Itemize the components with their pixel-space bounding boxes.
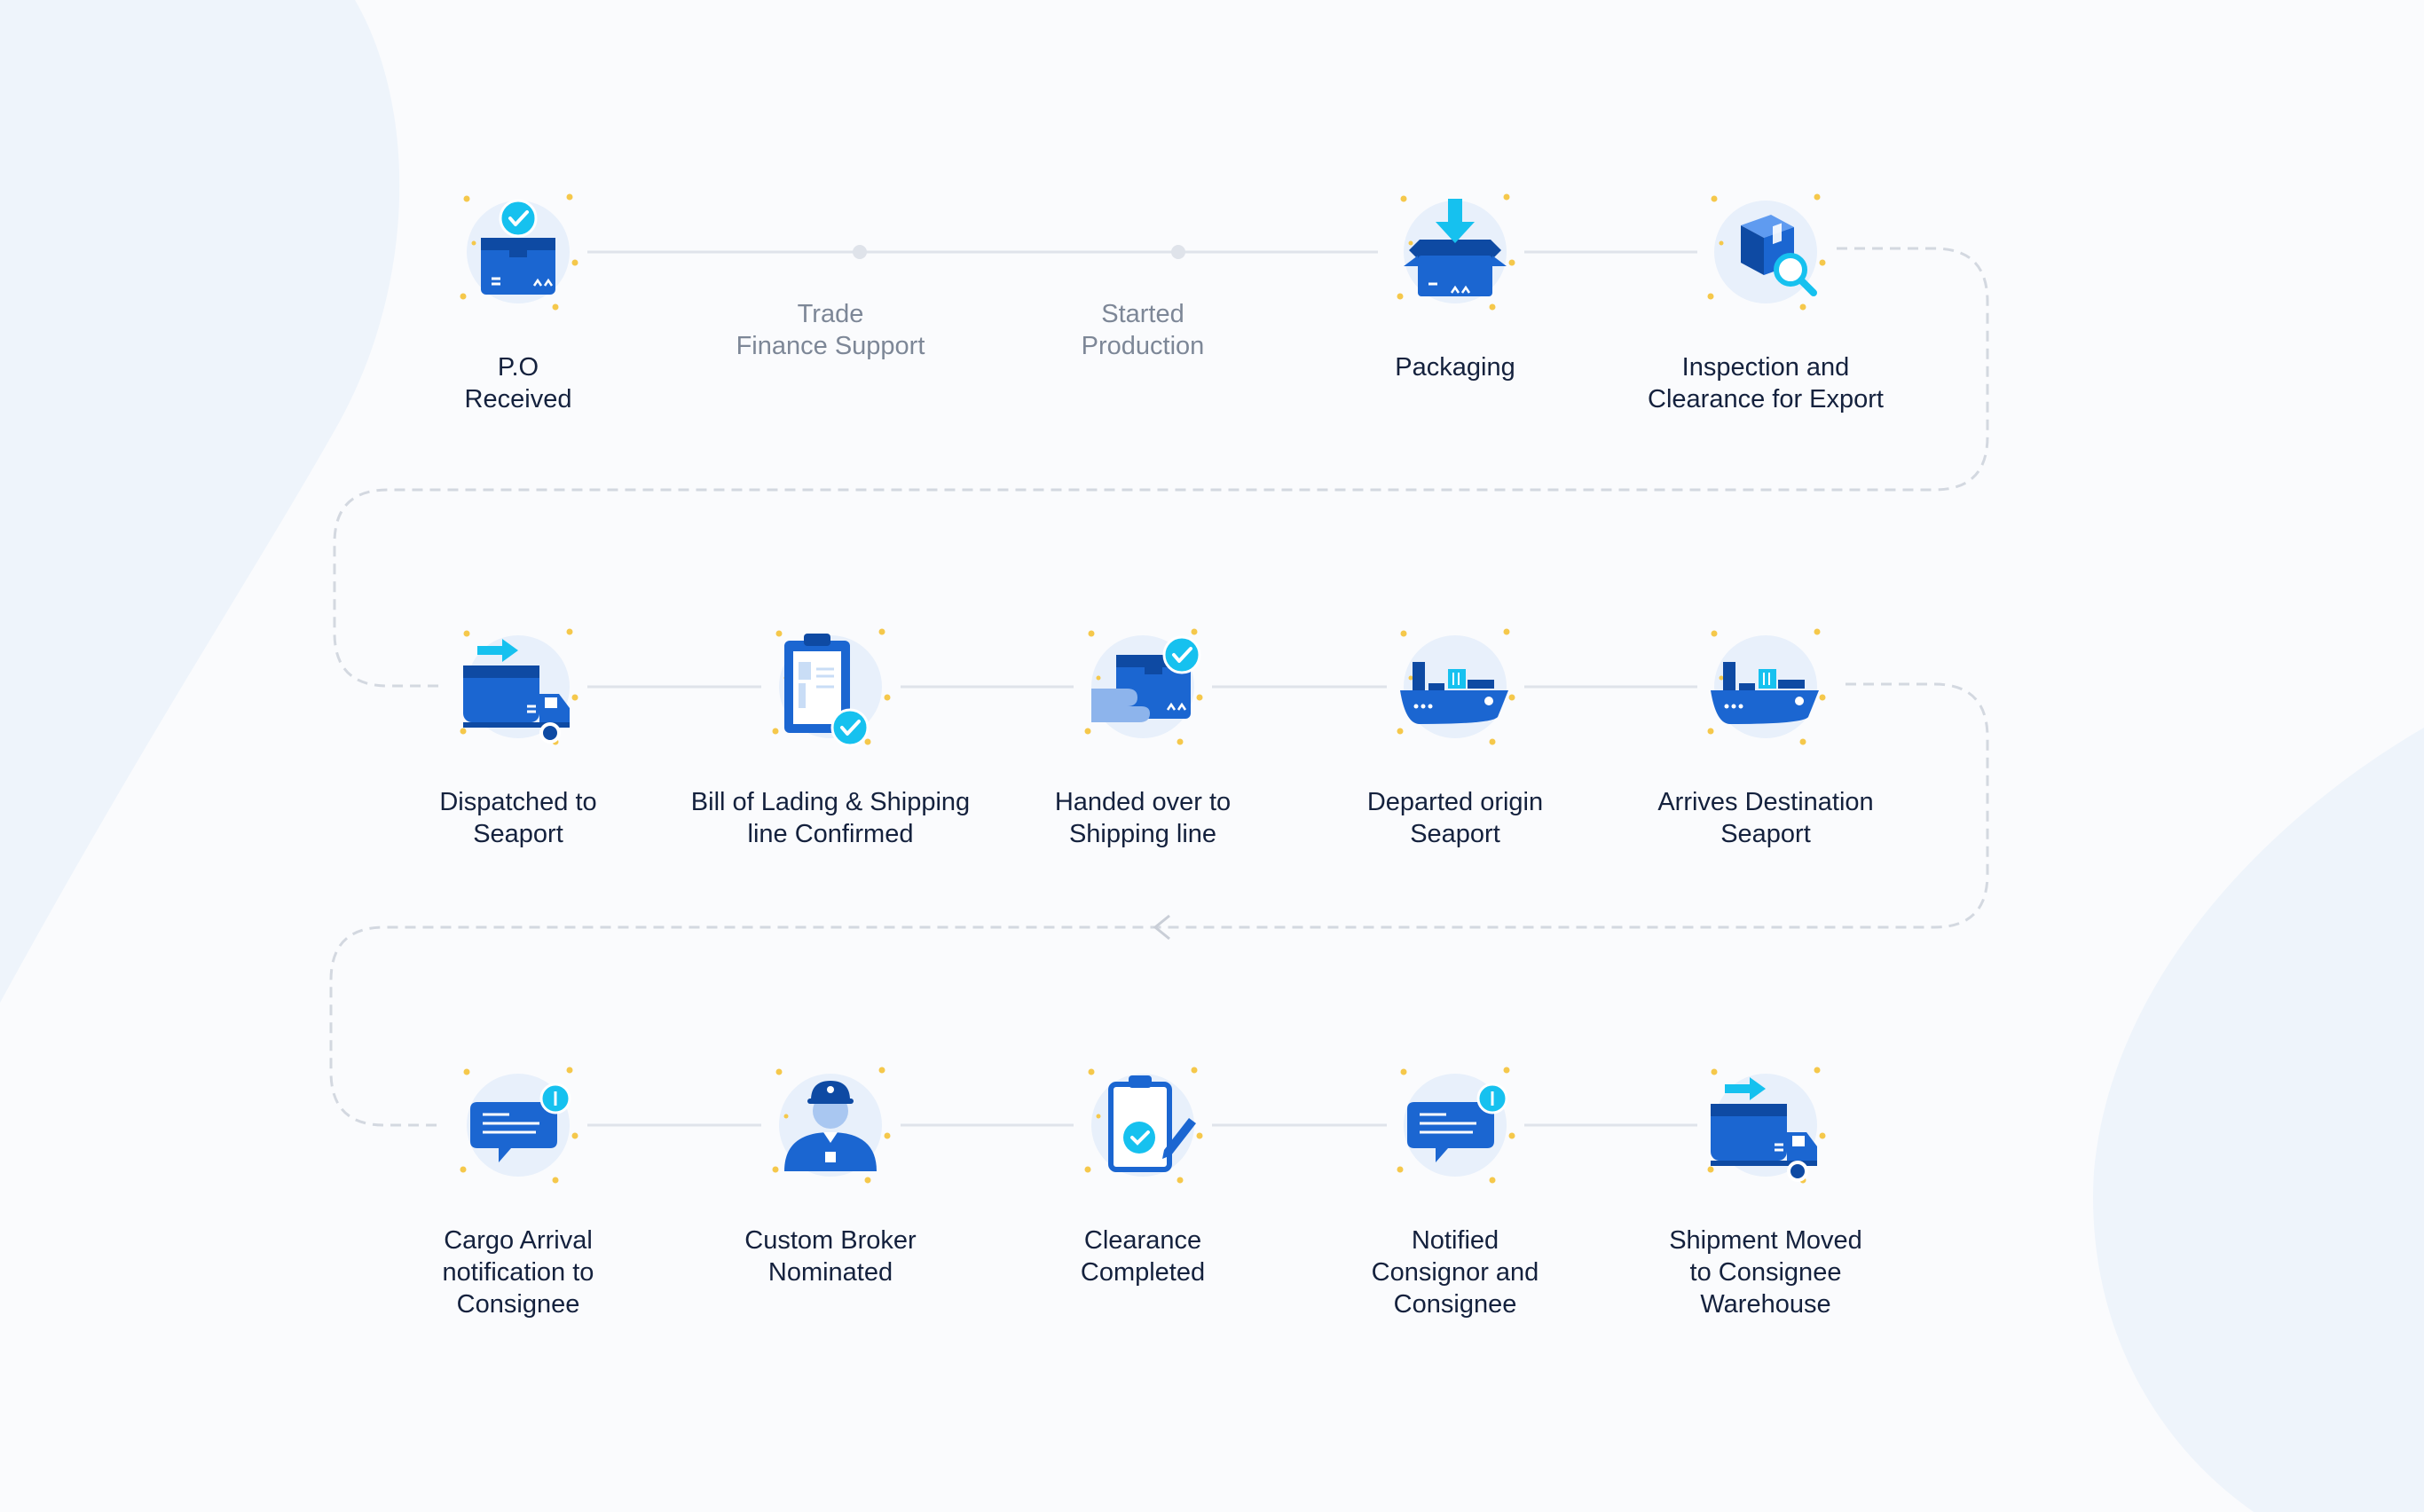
sparkle-dots [1707,628,1826,745]
clipboard-check-icon [759,616,901,762]
truck-arrow-icon [447,616,589,762]
step-label: P.O Received [464,353,572,413]
step-label: Started Production [1081,300,1205,360]
step-label: Notified Consignor and Consignee [1371,1226,1539,1319]
clipboard-pen-icon [1072,1054,1214,1201]
truck-arrow-icon [1695,1054,1837,1201]
step-label: Trade Finance Support [736,300,925,360]
sparkle-dots [1397,193,1515,311]
sparkle-dots [1397,628,1515,745]
step-label: Inspection and Clearance for Export [1648,353,1884,413]
step-label: Cargo Arrival notification to Consignee [442,1226,594,1319]
step-label: Handed over to Shipping line [1054,788,1232,848]
sparkle-dots [1084,1067,1203,1184]
step-label: Departed origin Seaport [1366,788,1544,848]
right-blob [2093,728,2424,1512]
step-label: Clearance Completed [1080,1226,1206,1287]
box-check-icon [447,181,589,327]
step-label: Packaging [1395,353,1515,382]
cargo-ship-icon [1695,616,1837,762]
step-label: Shipment Moved to Consignee Warehouse [1669,1226,1862,1319]
broker-person-icon [759,1054,901,1201]
box-magnifier-icon [1695,181,1837,327]
sparkle-dots [460,193,578,311]
sparkle-dots [772,1067,891,1184]
dashed-flow-path [329,247,1989,1127]
step-label: Custom Broker Nominated [744,1226,917,1287]
flow-direction-arrow [1153,914,1170,941]
connector-dot [1171,245,1185,259]
cargo-ship-icon [1384,616,1526,762]
chat-notification-icon [1384,1054,1526,1201]
sparkle-dots [1707,193,1826,311]
step-label: Bill of Lading & Shipping line Confirmed [690,788,971,848]
hand-box-icon [1072,616,1214,762]
left-blob [0,0,400,1003]
connector-dot [853,245,867,259]
open-box-arrow-icon [1384,181,1526,327]
chat-notification-icon [447,1054,589,1201]
step-label: Dispatched to Seaport [439,788,597,848]
sparkle-dots [1084,628,1203,745]
step-label: Arrives Destination Seaport [1657,788,1874,848]
